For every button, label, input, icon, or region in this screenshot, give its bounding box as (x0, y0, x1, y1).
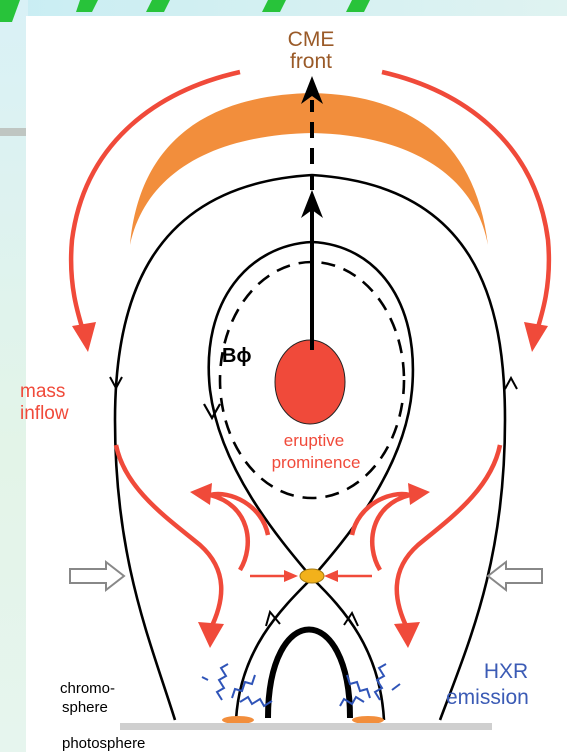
footpoint-right (352, 716, 384, 724)
expansion-arrowhead-left (72, 322, 96, 352)
mass-inflow-label-line1: mass (20, 381, 65, 402)
photosphere-surface (120, 723, 492, 730)
side-compression-arrow-right (488, 562, 542, 590)
cme-label-line2: front (290, 50, 332, 73)
field-direction-arrow-right (505, 378, 517, 389)
b-phi-label: Bϕ (222, 345, 251, 367)
xpoint-inflow-arrowhead-right (324, 570, 338, 582)
side-compression-arrow-left (70, 562, 124, 590)
expansion-arrow-right (382, 72, 549, 340)
reconnection-curl-right (352, 494, 410, 570)
hxr-label-line1: HXR (484, 660, 528, 683)
eruptive-prominence-label-line1: eruptive (284, 431, 344, 450)
reconnection-curl-right-head (408, 483, 430, 505)
inflow-arrow-left-lower (116, 445, 221, 630)
reconnection-curl-left-head (190, 483, 212, 505)
reconnection-site (300, 569, 324, 583)
eruptive-prominence-label-line2: prominence (272, 453, 361, 472)
chromosphere-label-line2: sphere (62, 699, 108, 716)
reconnection-curl-left (210, 494, 268, 570)
slide-title-fragment (0, 0, 370, 22)
inflow-arrow-right-lower (397, 445, 500, 630)
photosphere-label: photosphere (62, 735, 145, 752)
eruptive-prominence-blob (275, 340, 345, 424)
expansion-arrow-left (71, 72, 240, 340)
flare-leg-left (236, 578, 312, 720)
post-flare-loop (268, 630, 350, 719)
expansion-arrowhead-right (524, 322, 548, 352)
inflow-arrowhead-left-lower (198, 622, 224, 648)
hxr-label-line2: emission (446, 686, 529, 709)
xpoint-inflow-arrowhead-left (284, 570, 298, 582)
mass-inflow-label-line2: inflow (20, 403, 69, 424)
cme-label-line1: CME (288, 28, 335, 51)
inflow-arrowhead-right-lower (394, 622, 420, 648)
chromosphere-label-line1: chromo- (60, 680, 115, 697)
footpoint-left (222, 716, 254, 724)
